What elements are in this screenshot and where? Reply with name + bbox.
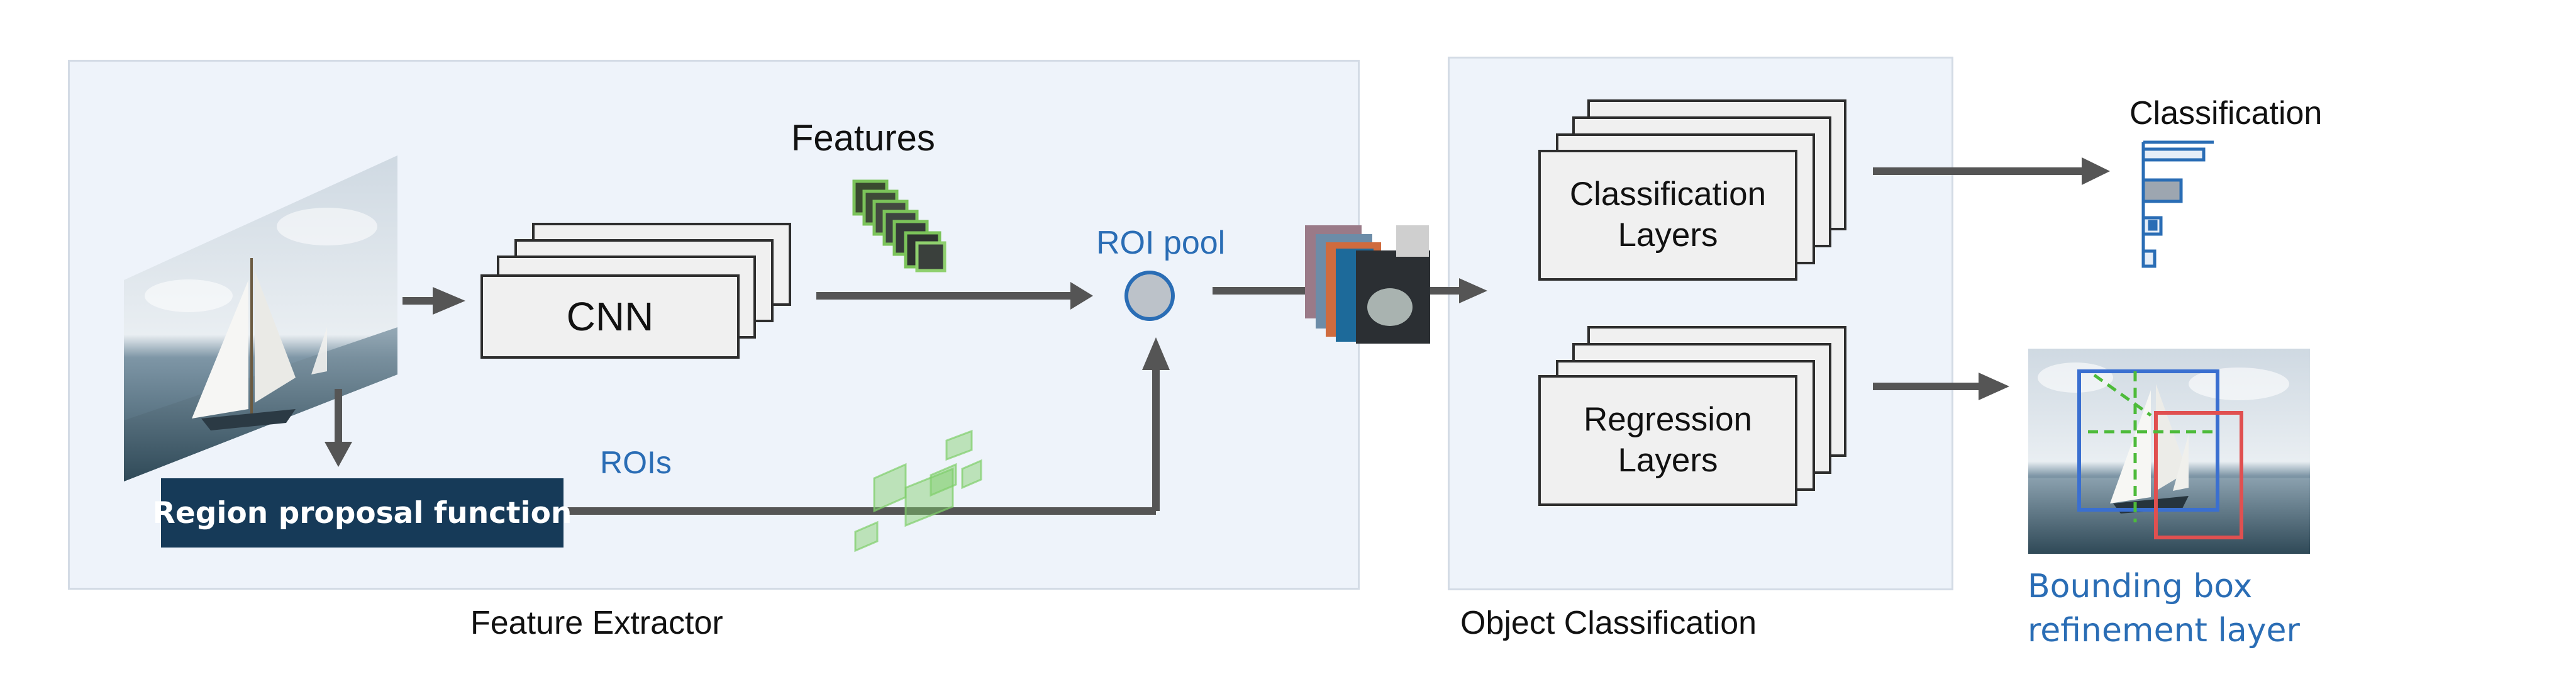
classification-output-label: Classification [2129, 95, 2323, 132]
sailboat-image [124, 155, 397, 481]
roi-pool-label: ROI pool [1096, 225, 1226, 261]
classification-layers-line2: Layers [1618, 216, 1718, 254]
features-label: Features [791, 118, 935, 159]
classification-card-front: Classification Layers [1538, 150, 1797, 281]
detection-result-image [2028, 349, 2310, 554]
arrow-heads [325, 157, 2110, 467]
regression-layers-line2: Layers [1618, 442, 1718, 479]
rois-label: ROIs [600, 445, 672, 480]
object-classification-caption: Object Classification [1460, 605, 1757, 641]
feature-maps-icon [852, 179, 947, 272]
region-proposal-box: Region proposal function [153, 478, 572, 548]
bbox-label-line2: refinement layer [2028, 612, 2300, 649]
regression-layers-line1: Regression [1583, 401, 1753, 439]
roi-pooled-patches-icon [1305, 225, 1430, 344]
region-proposal-label: Region proposal function [152, 495, 572, 531]
bbox-label-line1: Bounding box [2028, 568, 2253, 605]
arrow-shafts [335, 167, 2083, 515]
roi-pool-node [1124, 271, 1175, 321]
classification-layers-line1: Classification [1569, 176, 1767, 213]
cnn-label: CNN [566, 293, 654, 339]
regression-card-front: Regression Layers [1538, 375, 1797, 506]
classification-bars-icon [2141, 140, 2214, 268]
roi-patches-icon [854, 429, 982, 553]
feature-extractor-caption: Feature Extractor [470, 605, 723, 641]
cnn-card-front: CNN [480, 274, 740, 359]
